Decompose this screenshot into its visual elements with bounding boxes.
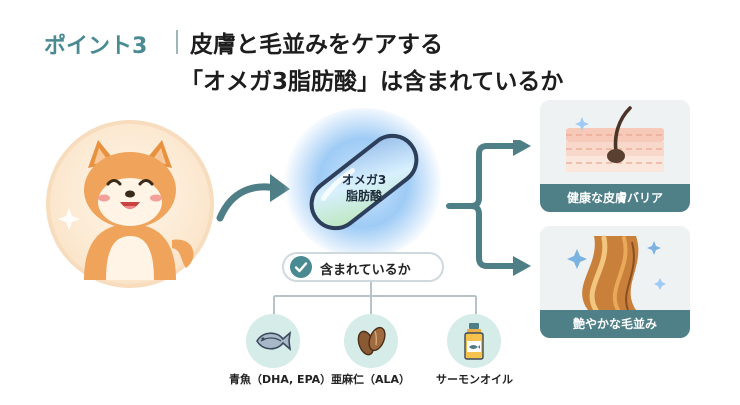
check-circle bbox=[290, 256, 312, 278]
fish-icon bbox=[256, 331, 292, 351]
point-label: ポイント3 bbox=[44, 34, 148, 59]
benefit-card-fur: 艶やかな毛並み bbox=[540, 226, 690, 338]
page-title-line1: 皮膚と毛並みをケアする bbox=[190, 32, 443, 58]
arrow-right-icon bbox=[216, 174, 290, 222]
source-label-fish: 青魚（DHA, EPA） bbox=[229, 373, 332, 386]
source-tree-lines bbox=[273, 282, 477, 318]
shiba-dog-icon bbox=[58, 140, 194, 280]
source-label-flaxseed: 亜麻仁（ALA） bbox=[331, 373, 411, 386]
benefit-label-skin: 健康な皮膚バリア bbox=[540, 184, 690, 212]
salmon-oil-bottle-icon bbox=[464, 323, 484, 360]
omega3-capsule-icon bbox=[309, 133, 419, 231]
flaxseed-icon bbox=[357, 326, 386, 356]
capsule-label-line2: 脂肪酸 bbox=[345, 189, 382, 203]
skin-barrier-icon bbox=[540, 100, 690, 184]
source-fish bbox=[246, 314, 300, 368]
source-label-salmon-oil: サーモンオイル bbox=[436, 373, 513, 386]
capsule-label-line1: オメガ3 bbox=[341, 173, 387, 187]
source-flaxseed bbox=[344, 314, 398, 368]
source-salmon-oil bbox=[447, 314, 501, 368]
page-title-line2: 「オメガ3脂肪酸」は含まれているか bbox=[180, 69, 564, 95]
contains-check-label: 含まれているか bbox=[320, 263, 411, 278]
benefit-card-skin: 健康な皮膚バリア bbox=[540, 100, 690, 212]
branch-arrows bbox=[446, 140, 531, 276]
check-icon bbox=[294, 262, 308, 273]
title-divider bbox=[176, 30, 178, 54]
shiny-fur-icon bbox=[540, 226, 690, 310]
benefit-label-fur: 艶やかな毛並み bbox=[540, 310, 690, 338]
capsule-label: オメガ3 脂肪酸 bbox=[314, 172, 414, 204]
header: ポイント3 皮膚と毛並みをケアする 「オメガ3脂肪酸」は含まれているか bbox=[0, 0, 740, 100]
